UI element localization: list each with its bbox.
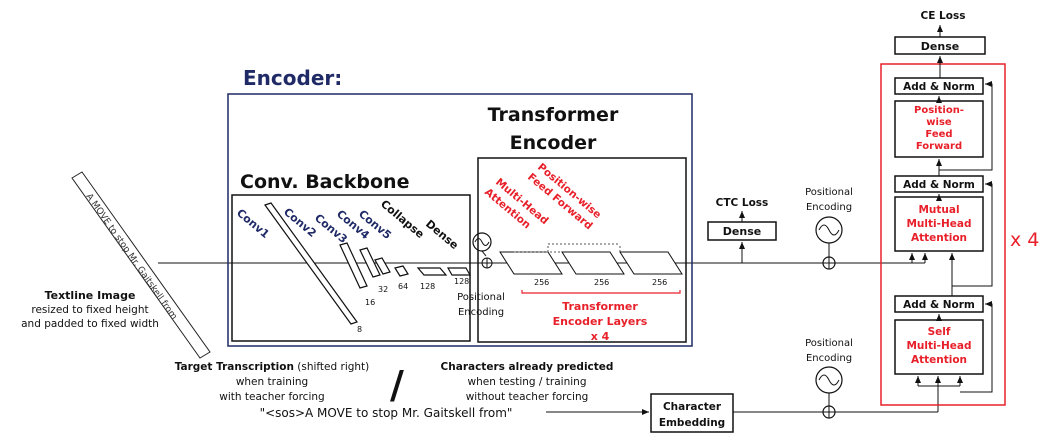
conv-layer-slabs (264, 202, 472, 325)
decoder-posenc-top-label-2: Encoding (806, 202, 852, 213)
residual-mutual (952, 181, 993, 287)
encoder-posenc-link (481, 250, 487, 257)
textline-image-line1: resized to fixed height (31, 304, 148, 316)
decoder-posenc-bottom-label-2: Encoding (806, 353, 852, 364)
handwritten-text: A MOVE to stop Mr. Gaitskell from (84, 192, 179, 322)
decoder-dense-label: Dense (921, 40, 959, 53)
conv3-slab (359, 247, 381, 278)
textline-image-line2: and padded to fixed width (21, 318, 159, 330)
self-attention-box (894, 319, 984, 375)
decoder-posenc-top-wave (818, 224, 840, 236)
mutual-label-2: Multi-Head (906, 218, 971, 230)
character-embedding-label-1: Character (663, 401, 722, 413)
add-norm-bottom-label: Add & Norm (903, 299, 975, 311)
dim-64: 64 (398, 282, 408, 291)
dense-label: Dense (423, 217, 461, 252)
character-embedding-label-2: Embedding (659, 417, 725, 429)
target-title-bold: Target Transcription (175, 361, 294, 373)
mutual-label-1: Mutual (918, 204, 959, 216)
input-sequence: "<sos>A MOVE to stop Mr. Gaitskell from" (260, 406, 513, 420)
collapse-slab (416, 267, 448, 276)
target-transcription-title: Target Transcription (shifted right) (175, 361, 370, 373)
dim-256-b: 256 (594, 278, 609, 287)
dim-8: 8 (357, 325, 362, 334)
predicted-title: Characters already predicted (441, 361, 614, 373)
decoder-repeat-label: x 4 (1010, 229, 1039, 251)
transformer-layer-3 (619, 251, 683, 275)
decoder-ff-label-3: Feed (925, 129, 952, 140)
add-norm-bottom-box (894, 295, 984, 313)
ctc-dense-label: Dense (723, 225, 761, 238)
decoder-posenc-top-label-1: Positional (805, 187, 853, 198)
dim-256-c: 256 (652, 278, 667, 287)
predicted-line3: without teacher forcing (466, 391, 589, 403)
target-line3: with teacher forcing (219, 391, 324, 403)
transformer-layer-1 (499, 251, 563, 275)
textline-image: A MOVE to stop Mr. Gaitskell from (71, 171, 211, 359)
conv4-slab (374, 257, 391, 275)
encoder-layers-label-3: x 4 (591, 330, 610, 343)
decoder-posenc-bottom-wave (818, 374, 840, 386)
residual-self (960, 301, 993, 393)
encoder-title: Encoder: (243, 66, 342, 90)
encoder-posenc-label-2: Encoding (458, 307, 504, 318)
encoder-posenc-label-1: Positional (457, 292, 505, 303)
encoder-layers-bracket (521, 290, 681, 294)
transformer-title-1: Transformer (488, 104, 619, 126)
encoder-box (227, 93, 693, 347)
add-norm-middle-label: Add & Norm (903, 179, 975, 191)
textline-image-title: Textline Image (45, 289, 136, 302)
conv-backbone-title: Conv. Backbone (240, 171, 409, 193)
self-label-1: Self (928, 326, 951, 338)
predicted-line2: when testing / training (468, 376, 587, 388)
transformer-layer-slabs (499, 243, 683, 275)
dim-128-a: 128 (420, 282, 435, 291)
decoder-ff-label-2: wise (926, 117, 952, 128)
target-title-rest: (shifted right) (294, 361, 369, 373)
decoder-layer-box (880, 63, 1006, 406)
dense-slab (446, 267, 472, 276)
conv1-slab (264, 202, 358, 325)
ce-loss-label: CE Loss (921, 10, 966, 22)
decoder-ff-label-1: Position- (914, 105, 964, 116)
mutual-label-3: Attention (911, 232, 967, 244)
add-norm-top-box (894, 77, 984, 95)
self-label-2: Multi-Head (906, 340, 971, 352)
self-label-3: Attention (911, 354, 967, 366)
decoder-posenc-bottom-label-1: Positional (805, 338, 853, 349)
conv-backbone-box (231, 194, 471, 342)
residual-ff (939, 81, 993, 171)
conv2-slab (339, 242, 368, 289)
encoder-posenc-wave-path (474, 238, 490, 246)
transformer-layer-2 (561, 251, 625, 275)
dim-128-b: 128 (454, 277, 469, 286)
character-embedding-box (650, 393, 734, 433)
encoder-layers-label-2: Encoder Layers (553, 315, 648, 328)
ctc-loss-label: CTC Loss (716, 197, 769, 209)
decoder-ff-box (894, 100, 984, 158)
conv1-label: Conv1 (234, 206, 272, 241)
target-line2: when training (236, 376, 308, 388)
dim-32: 32 (378, 285, 388, 294)
transformer-encoder-box (477, 157, 687, 343)
mutual-attention-box (894, 196, 984, 252)
decoder-ff-label-4: Forward (916, 141, 962, 152)
dim-256-a: 256 (534, 278, 549, 287)
transformer-title-2: Encoder (510, 132, 597, 154)
encoder-layers-label-1: Transformer (562, 300, 638, 313)
dim-16: 16 (365, 298, 375, 307)
conv5-slab (394, 265, 409, 277)
target-slash: / (390, 363, 404, 407)
add-norm-top-label: Add & Norm (903, 81, 975, 93)
